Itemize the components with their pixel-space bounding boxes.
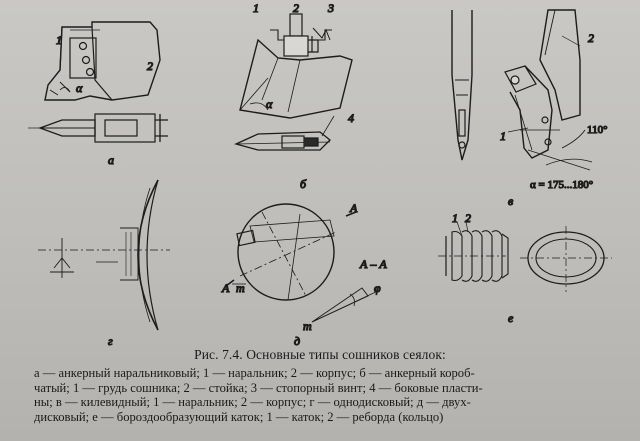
figure-caption: Рис. 7.4. Основные типы сошников сеялок: [194,347,446,362]
panel-b-label-3: 3 [327,1,334,15]
panel-v-angle-110: 110° [587,124,608,136]
seed-drill-openers-figure: 1 2 α а 1 2 3 4 α б 2 1 110° α = 175...1… [28,0,612,349]
figure-legend: а — анкерный наральниковый; 1 — наральни… [34,366,630,424]
legend-line: чатый; 1 — грудь сошника; 2 — стойка; 3 … [34,380,483,395]
panel-a-alpha: α [76,81,83,95]
panel-v-drawing [451,9,593,171]
panel-d-point-m: m [236,281,245,295]
panel-a-letter: а [108,153,114,167]
panel-g-letter: г [108,334,113,348]
panel-a-label-1: 1 [56,33,62,47]
panel-v-label-2: 2 [588,31,594,45]
legend-line: а — анкерный наральниковый; 1 — наральни… [34,366,475,380]
panel-v-letter: в [508,194,513,208]
panel-d-phi: φ [374,281,381,295]
panel-e-label-1: 1 [452,211,458,225]
legend-line: дисковый; е — бороздообразующий каток; 1… [34,409,444,424]
panel-v-label-1: 1 [500,129,506,143]
panel-v-angle-range: α = 175...180° [530,179,593,191]
panel-b-alpha: α [266,97,273,111]
panel-d-point-m2: m [303,319,312,333]
panel-d-drawing [225,203,381,323]
panel-d-section-a-bottom: А [221,281,230,295]
panel-d-letter: д [294,334,300,348]
panel-d-section-aa: А – А [359,257,387,271]
panel-b-letter: б [300,177,307,191]
panel-e-letter: е [508,311,514,325]
panel-b-label-4: 4 [348,111,354,125]
panel-d-section-a-top: А [349,201,358,215]
panel-g-drawing [38,179,170,331]
panel-e-drawing [438,221,612,292]
panel-b-label-2: 2 [293,1,299,15]
panel-b-drawing [234,13,353,151]
panel-a-drawing [28,21,168,143]
panel-b-label-1: 1 [253,1,259,15]
legend-line: ны; в — килевидный; 1 — наральник; 2 — к… [34,395,471,410]
panel-a-label-2: 2 [147,59,153,73]
panel-e-label-2: 2 [465,211,471,225]
